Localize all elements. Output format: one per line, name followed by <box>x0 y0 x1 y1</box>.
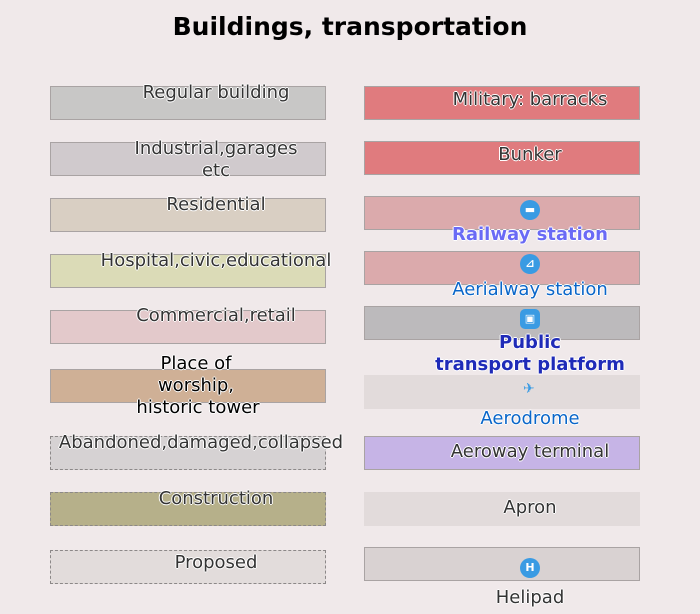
swatch-military-barracks <box>364 86 640 120</box>
label-regular-building: Regular building <box>142 82 290 103</box>
label-worship-line1: Place of <box>160 353 232 374</box>
label-public-transport-line1: Public <box>499 332 561 353</box>
page-title: Buildings, transportation <box>172 12 528 41</box>
label-apron: Apron <box>503 497 557 518</box>
airplane-icon: ✈ <box>523 381 535 397</box>
swatch-construction <box>50 492 326 526</box>
label-aeroway-terminal: Aeroway terminal <box>450 441 610 462</box>
label-industrial-line2: etc <box>201 160 231 181</box>
label-public-transport-line2: transport platform <box>435 354 625 375</box>
label-helipad: Helipad <box>495 587 565 608</box>
swatch-aerialway-station <box>364 251 640 285</box>
swatch-public-transport-platform <box>364 306 640 340</box>
swatch-apron <box>364 492 640 526</box>
swatch-abandoned <box>50 436 326 470</box>
swatch-bunker <box>364 141 640 175</box>
swatch-aeroway-terminal <box>364 436 640 470</box>
swatch-regular-building <box>50 86 326 120</box>
swatch-helipad <box>364 547 640 581</box>
label-residential: Residential <box>166 194 266 215</box>
swatch-residential <box>50 198 326 232</box>
label-military-barracks: Military: barracks <box>452 89 608 110</box>
swatch-industrial <box>50 142 326 176</box>
helipad-icon: H <box>520 558 540 578</box>
swatch-place-of-worship <box>50 369 326 403</box>
swatch-commercial <box>50 310 326 344</box>
label-construction: Construction <box>158 488 274 509</box>
label-industrial-line1: Industrial,garages <box>134 138 298 159</box>
label-bunker: Bunker <box>498 144 562 165</box>
label-proposed: Proposed <box>174 552 258 573</box>
swatch-railway-station <box>364 196 640 230</box>
train-icon: ▬ <box>520 200 540 220</box>
bus-icon: ▣ <box>520 309 540 329</box>
label-railway-station: Railway station <box>452 224 608 245</box>
label-worship-line3: historic tower <box>136 397 260 418</box>
label-aerodrome: Aerodrome <box>480 408 580 429</box>
label-hospital-civic: Hospital,civic,educational <box>100 250 332 271</box>
aerialway-icon: ⊿ <box>520 254 540 274</box>
label-abandoned: Abandoned,damaged,collapsed <box>58 432 344 453</box>
label-aerialway-station: Aerialway station <box>452 279 608 300</box>
swatch-proposed <box>50 550 326 584</box>
label-commercial: Commercial,retail <box>136 305 296 326</box>
swatch-hospital-civic <box>50 254 326 288</box>
label-worship-line2: worship, <box>157 375 235 396</box>
swatch-aerodrome <box>364 375 640 409</box>
